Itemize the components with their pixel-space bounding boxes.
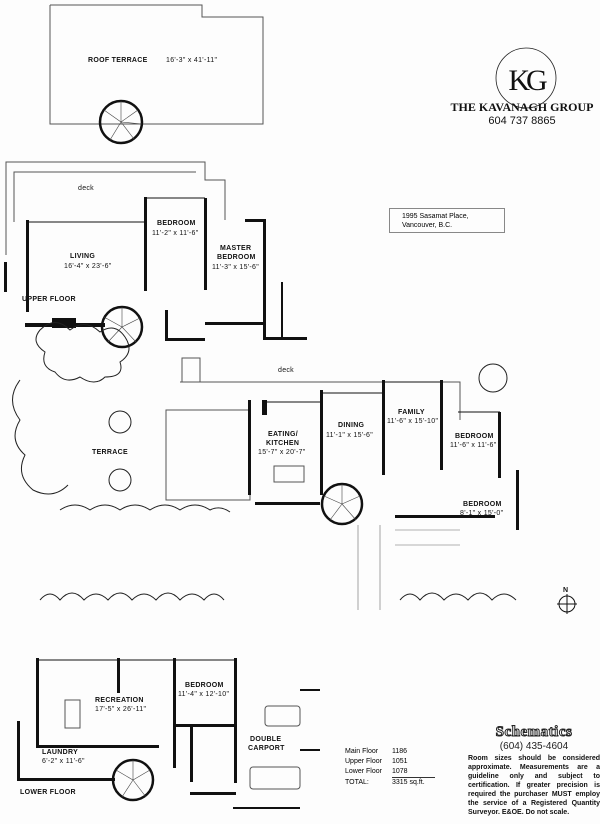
lower-floor-label: LOWER FLOOR [20,789,76,796]
master-label-2: BEDROOM [217,254,256,261]
address-box: 1995 Sasamat Place, Vancouver, B.C. [389,208,505,233]
north-compass-icon: N [557,587,577,614]
schematics-block: Schematics (604) 435-4604 Room sizes sho… [468,724,600,817]
area-row: Upper Floor 1051 [345,757,435,767]
upper-bedroom-label: BEDROOM [157,220,196,227]
area-label: Main Floor [345,748,379,755]
family-dims: 11'-6" x 15'-10" [387,418,438,425]
area-value: 1051 [391,758,408,765]
living-label: LIVING [70,253,95,260]
brand-name: THE KAVANAGH GROUP [450,100,594,114]
brand-phone: 604 737 8865 [488,115,556,127]
lower-floor-plan: RECREATION 17'-5" x 26'-11" BEDROOM 11'-… [17,658,320,809]
area-value: 1078 [391,767,435,778]
master-dims: 11'-3" x 15'-6" [212,264,259,271]
area-row: Lower Floor 1078 [345,767,435,778]
main-floor-plan: deck TERRACE EATING/ KITCHEN 15'-7" x 20… [92,357,519,610]
recreation-label: RECREATION [95,697,144,704]
terrace-label: TERRACE [92,449,128,456]
dining-dims: 11'-1" x 15'-6" [326,432,373,439]
schematics-disclaimer: Room sizes should be considered approxim… [468,755,600,816]
area-label: Upper Floor [345,758,382,765]
upper-bedroom-dims: 11'-2" x 11'-6" [152,230,199,237]
area-row: Main Floor 1186 [345,747,435,757]
laundry-label: LAUNDRY [42,749,78,756]
main-bedroom1-dims: 11'-6" x 11'-6" [450,442,497,449]
roof-terrace-plan: ROOF TERRACE 16'-3" x 41'-11" [49,4,264,145]
car-icon [264,705,301,727]
upper-deck-label: deck [78,185,94,192]
recreation-dims: 17'-5" x 26'-11" [95,706,146,713]
address-line-2: Vancouver, B.C. [402,222,453,229]
schematics-phone: (604) 435-4604 [499,741,569,752]
master-label-1: MASTER [220,245,251,252]
living-dims: 16'-4" x 23'-6" [64,263,112,270]
area-row: TOTAL: 3315 sq.ft. [345,778,435,789]
address-line-1: 1995 Sasamat Place, [402,213,469,220]
main-bedroom2-dims: 8'-1" x 15'-0" [460,510,504,517]
roof-terrace-label: ROOF TERRACE [88,57,148,64]
area-label: TOTAL: [345,778,369,786]
kitchen-label-2: KITCHEN [266,440,299,447]
family-label: FAMILY [398,409,425,416]
kitchen-label-1: EATING/ [268,431,298,438]
main-deck-label: deck [278,367,294,374]
area-value: 3315 sq.ft. [391,779,425,786]
lower-bedroom-dims: 11'-4" x 12'-10" [178,691,229,698]
area-summary: Main Floor 1186 Upper Floor 1051 Lower Flo… [345,747,435,788]
landscape-trees [12,322,517,601]
brand-block: THE KAVANAGH GROUP 604 737 8865 [444,40,600,127]
car-icon [249,766,301,790]
area-value: 1186 [391,748,408,755]
kitchen-dims: 15'-7" x 20'-7" [258,449,306,456]
carport-label-2: CARPORT [248,745,285,752]
roof-terrace-dims: 16'-3" x 41'-11" [166,57,217,64]
main-bedroom2-label: BEDROOM [463,501,502,508]
area-label: Lower Floor [345,768,382,776]
upper-floor-label: UPPER FLOOR [22,296,76,303]
lower-bedroom-label: BEDROOM [185,682,224,689]
carport-label-1: DOUBLE [250,736,281,743]
dining-label: DINING [338,422,365,429]
main-bedroom1-label: BEDROOM [455,433,494,440]
schematics-title: Schematics [495,724,573,741]
laundry-dims: 6'-2" x 11'-6" [42,758,85,765]
upper-floor-plan: deck LIVING 16'-4" x 23'-6" BEDROOM 11'-… [4,161,307,349]
compass-north-label: N [563,587,568,594]
